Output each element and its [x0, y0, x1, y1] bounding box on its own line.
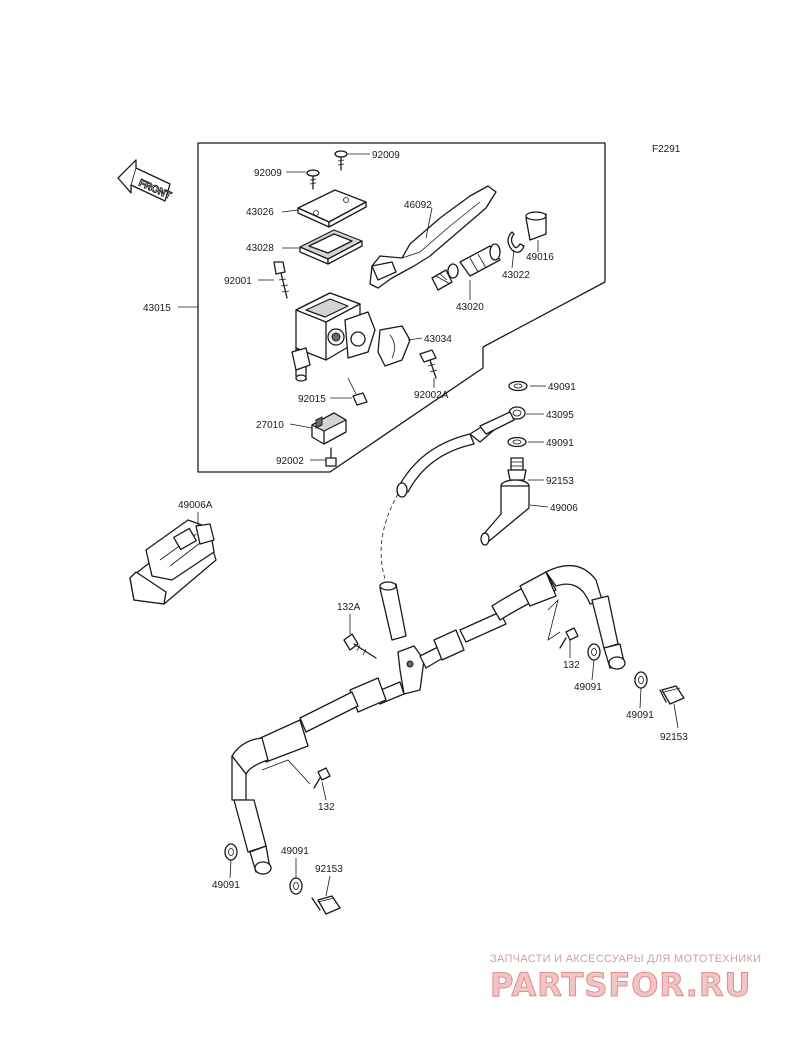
label-49016: 49016 [526, 252, 554, 263]
label-49091-f: 49091 [281, 846, 309, 857]
label-49091-a: 49091 [548, 382, 576, 393]
bolt-92001 [273, 261, 290, 299]
screw-92002 [325, 447, 337, 467]
screw-92009-left [306, 169, 320, 190]
washer-49091-lower [507, 436, 527, 448]
label-46092: 46092 [404, 200, 432, 211]
bolt-92002A [419, 349, 438, 379]
hose-routing-dashed [380, 493, 399, 583]
label-92153-b: 92153 [660, 732, 688, 743]
circlip-43022 [507, 231, 525, 253]
label-43034: 43034 [424, 334, 452, 345]
master-cylinder-body [291, 292, 376, 382]
washer-49091-left-a [224, 843, 238, 861]
label-43026: 43026 [246, 207, 274, 218]
diagram-code: F2291 [652, 144, 681, 155]
label-92001: 92001 [224, 276, 252, 287]
diaphragm-43028 [299, 229, 363, 265]
label-92153-a: 92153 [546, 476, 574, 487]
piston-kit-43020 [431, 243, 501, 291]
clamp-43034 [377, 325, 411, 367]
bolt-132-right [559, 627, 579, 649]
label-132-lower: 132 [318, 802, 335, 813]
label-92009-right: 92009 [372, 150, 400, 161]
label-132A: 132A [337, 602, 361, 613]
leader-lines [178, 153, 679, 897]
bolt-92153-left [311, 895, 341, 915]
washer-49091-right-a [587, 643, 601, 661]
watermark-tagline: ЗАПЧАСТИ И АКСЕССУАРЫ ДЛЯ МОТОТЕХНИКИ [490, 953, 761, 965]
screw-92015 [347, 377, 368, 406]
screw-92009-right [334, 150, 348, 171]
label-49091-e: 49091 [212, 880, 240, 891]
washer-49091-right-b [634, 671, 648, 689]
label-92002: 92002 [276, 456, 304, 467]
label-92015: 92015 [298, 394, 326, 405]
watermark-site: PARTSFOR.RU [490, 966, 751, 1004]
hose-upper [396, 411, 515, 498]
label-92002A: 92002A [414, 390, 449, 401]
watermark: ЗАПЧАСТИ И АКСЕССУАРЫ ДЛЯ МОТОТЕХНИКИ PA… [490, 953, 762, 1005]
label-43015: 43015 [143, 303, 171, 314]
reservoir-cap-43026 [297, 189, 367, 228]
label-43028: 43028 [246, 243, 274, 254]
label-49006: 49006 [550, 503, 578, 514]
lever-46092 [369, 185, 497, 289]
label-92009-left: 92009 [254, 168, 282, 179]
label-92153-c: 92153 [315, 864, 343, 875]
label-49006A: 49006A [178, 500, 213, 511]
caliper-49006A [129, 519, 217, 605]
label-27010: 27010 [256, 420, 284, 431]
switch-27010 [311, 412, 347, 445]
bolt-132-lower [313, 767, 331, 789]
bolt-132A [343, 633, 377, 659]
washer-49091-upper [508, 380, 528, 392]
bolt-92153-upper [507, 457, 527, 481]
boot-49016 [525, 211, 547, 241]
assembly-43015-boundary [197, 142, 606, 473]
front-arrow: FRONT [117, 159, 173, 202]
label-43095: 43095 [546, 410, 574, 421]
bolt-92153-right [659, 685, 685, 705]
label-43022: 43022 [502, 270, 530, 281]
part-labels: 92009 92009 43026 46092 43028 92001 4301… [143, 150, 688, 891]
boot-49006 [480, 479, 530, 546]
washer-49091-left-b [289, 877, 303, 895]
hose-lower-assembly [231, 564, 626, 875]
label-49091-b: 49091 [546, 438, 574, 449]
label-132-right: 132 [563, 660, 580, 671]
label-49091-c: 49091 [574, 682, 602, 693]
label-43020: 43020 [456, 302, 484, 313]
label-49091-d: 49091 [626, 710, 654, 721]
